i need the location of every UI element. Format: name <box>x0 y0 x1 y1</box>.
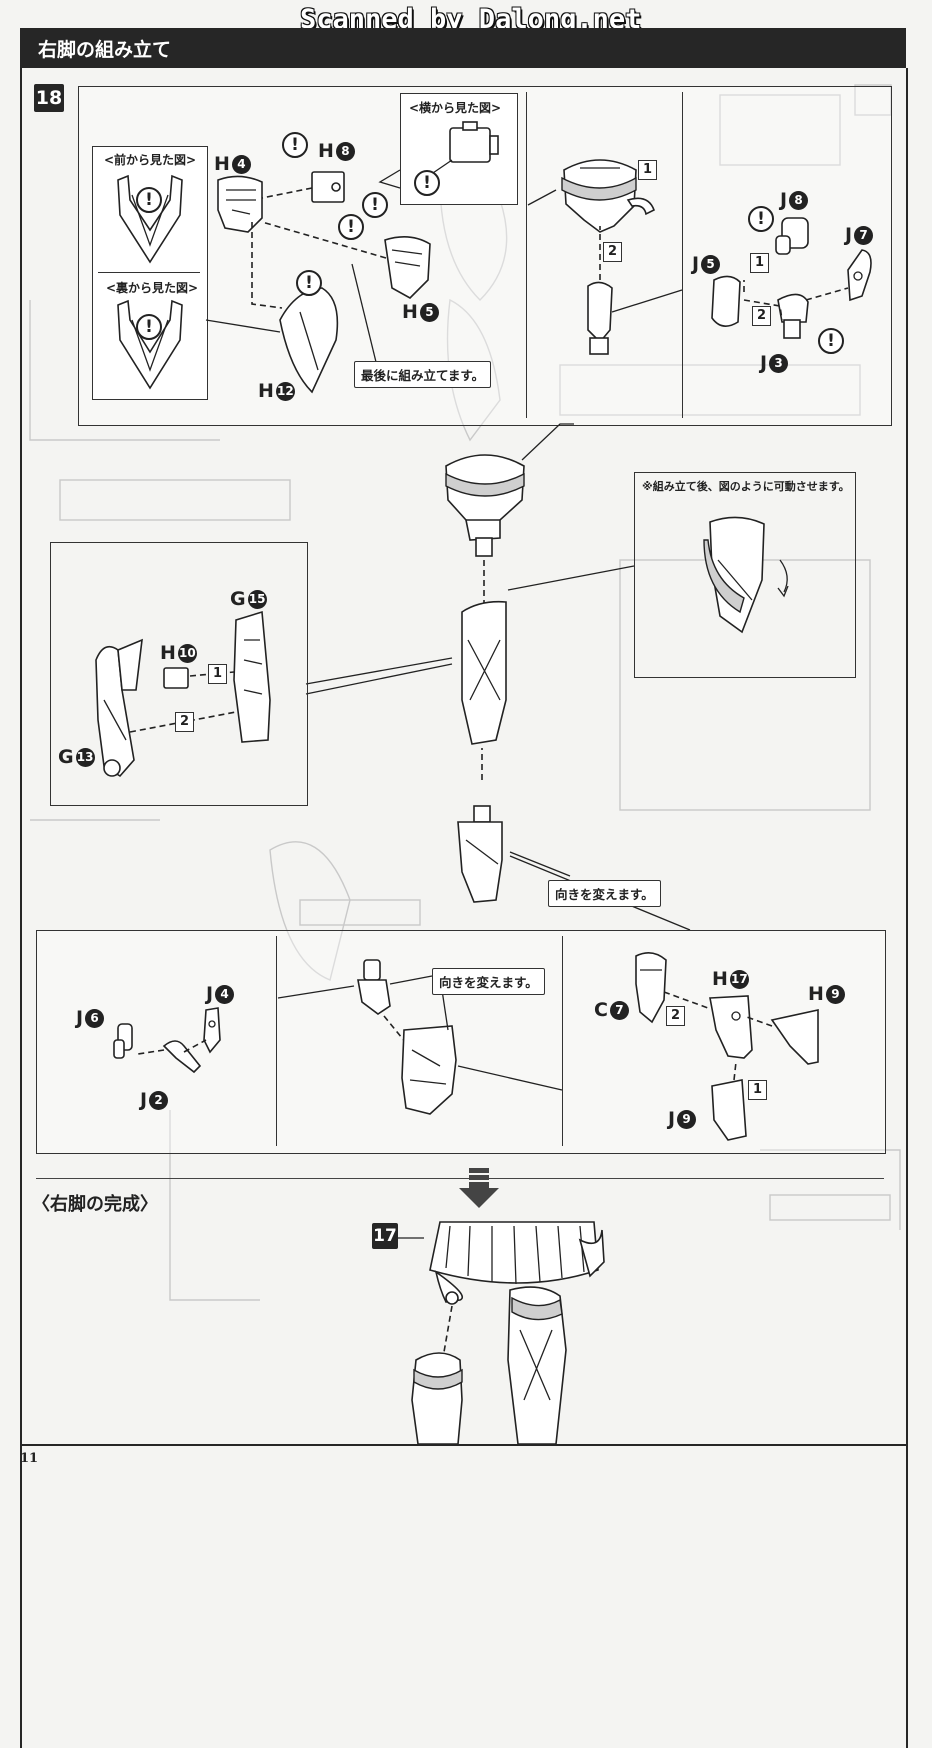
order-mark-2: 2 <box>603 242 622 262</box>
order-mark-1: 1 <box>750 253 769 273</box>
section-header-bar <box>20 28 906 68</box>
part-illustrations-middle <box>95 423 789 931</box>
side-view-label: <横から見た図> <box>409 101 502 115</box>
caution-mark: ! <box>414 170 440 196</box>
part-illustrations-upper <box>117 121 872 394</box>
panel-divider <box>562 936 563 1146</box>
back-view-label: <裏から見た図> <box>106 281 199 295</box>
step-number-badge: 18 <box>34 84 64 112</box>
caution-mark: ! <box>136 314 162 340</box>
part-illustrations-lower <box>113 952 819 1141</box>
movement-note-text: ※組み立て後、図のように可動させます。 <box>642 480 850 493</box>
caution-mark: ! <box>136 187 162 213</box>
scan-bleed-through <box>29 84 901 1301</box>
right-leg-complete-title: 〈右脚の完成〉 <box>32 1194 158 1215</box>
caution-mark: ! <box>296 270 322 296</box>
movement-note-box <box>634 472 856 678</box>
order-mark-2: 2 <box>175 712 194 732</box>
step-ref-badge: 17 <box>372 1223 398 1249</box>
down-arrow-icon <box>459 1168 499 1208</box>
caution-mark: ! <box>282 132 308 158</box>
panel-divider <box>276 936 277 1146</box>
order-mark-1: 1 <box>748 1080 767 1100</box>
order-mark-1: 1 <box>638 160 657 180</box>
page-bottom-rule <box>20 1444 906 1446</box>
assemble-last-callout: 最後に組み立てます。 <box>354 361 492 388</box>
sub-assembly-box-left <box>50 542 308 806</box>
panel-divider <box>526 92 527 418</box>
change-direction-callout: 向きを変えます。 <box>548 880 661 907</box>
order-mark-1: 1 <box>208 664 227 684</box>
caution-mark: ! <box>338 214 364 240</box>
caution-mark: ! <box>818 328 844 354</box>
section-divider <box>36 1178 884 1179</box>
change-direction-callout: 向きを変えます。 <box>432 968 545 995</box>
page-frame <box>20 68 908 1748</box>
order-mark-2: 2 <box>752 306 771 326</box>
front-view-label: <前から見た図> <box>104 153 197 167</box>
view-divider <box>98 272 200 273</box>
order-mark-2: 2 <box>666 1006 685 1026</box>
page-number: 11 <box>20 1451 39 1466</box>
page-title: 右脚の組み立て <box>38 39 172 61</box>
completed-figure-illustration <box>398 1221 605 1445</box>
caution-mark: ! <box>748 206 774 232</box>
panel-divider <box>682 92 683 418</box>
caution-mark: ! <box>362 192 388 218</box>
